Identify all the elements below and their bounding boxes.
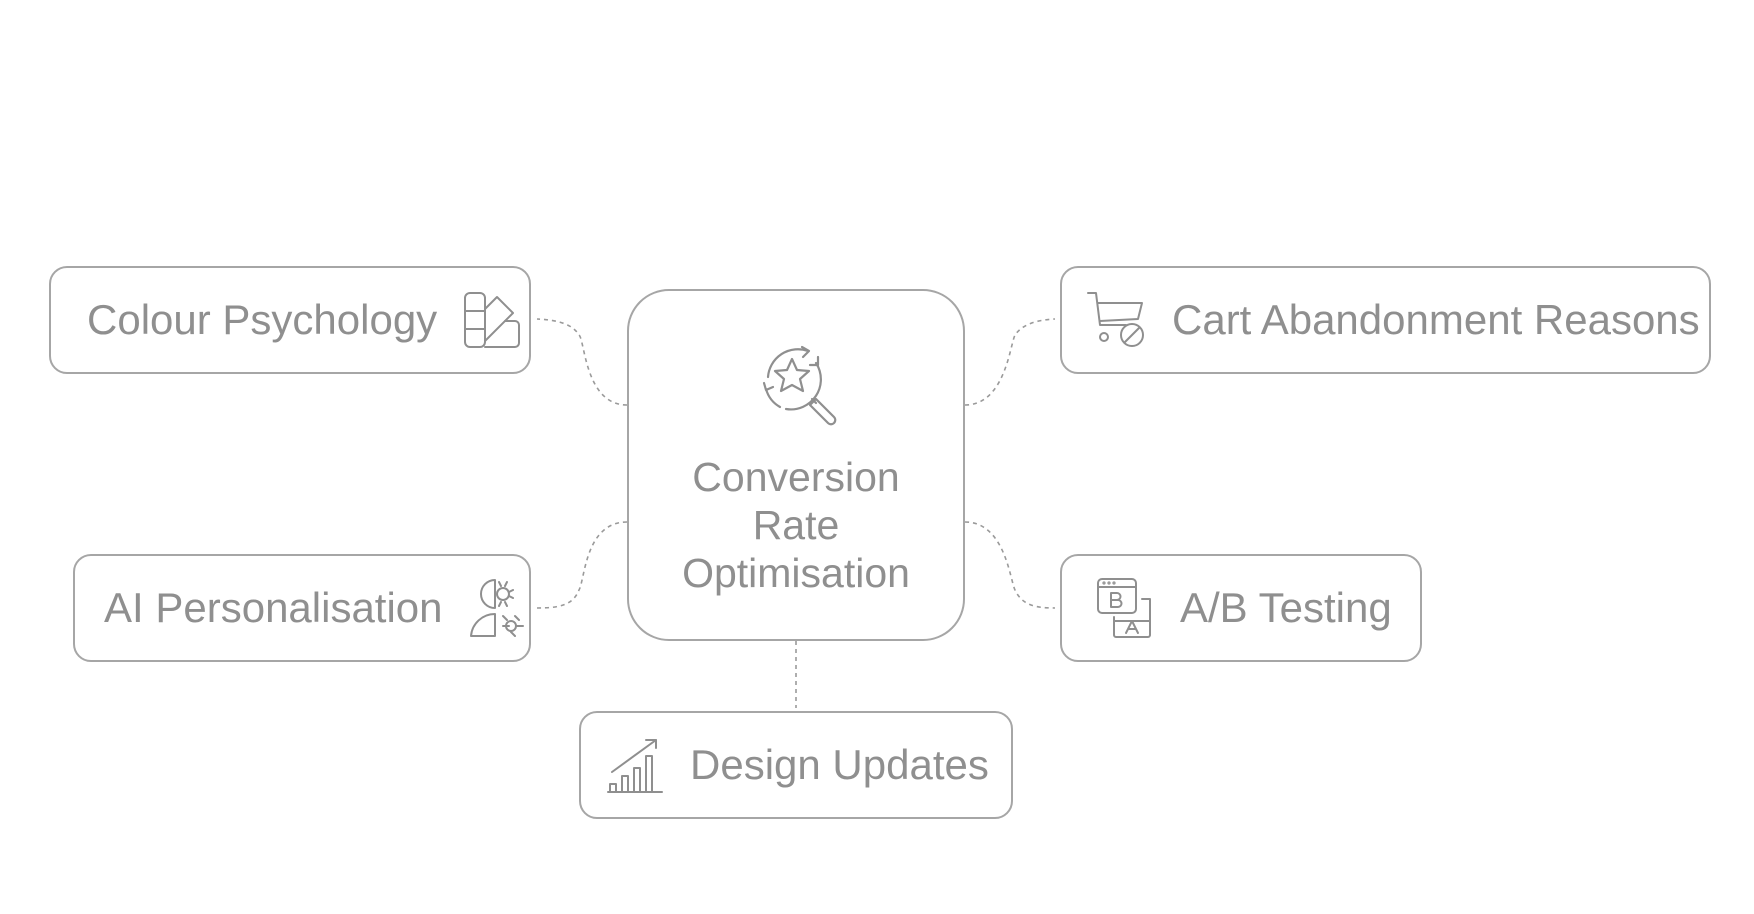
- node-label: Colour Psychology: [87, 296, 438, 343]
- search-star-cycle-icon: [746, 337, 846, 437]
- node-cart-abandonment-reasons: Cart Abandonment Reasons: [1060, 266, 1711, 374]
- node-colour-psychology: Colour Psychology: [49, 266, 531, 374]
- node-design-updates: Design Updates: [579, 711, 1013, 819]
- center-title-line-1: Conversion: [692, 454, 900, 500]
- ab-windows-icon: [1096, 577, 1156, 639]
- node-label: Design Updates: [690, 741, 989, 788]
- connector-ab-testing: [964, 521, 1056, 609]
- node-label: A/B Testing: [1180, 584, 1392, 631]
- connector-ai-personalisation: [536, 521, 628, 609]
- head-gears-icon: [467, 576, 527, 640]
- center-title-line-2: Rate: [752, 502, 840, 548]
- connector-cart-abandonment: [964, 318, 1056, 406]
- connector-colour-psychology: [536, 318, 628, 406]
- node-label: AI Personalisation: [104, 584, 443, 631]
- node-ab-testing: A/B Testing: [1060, 554, 1422, 662]
- center-node-conversion-rate-optimisation: Conversion Rate Optimisation: [627, 289, 965, 641]
- node-ai-personalisation: AI Personalisation: [73, 554, 531, 662]
- node-label: Cart Abandonment Reasons: [1172, 296, 1700, 343]
- cart-blocked-icon: [1086, 289, 1148, 351]
- color-swatch-icon: [461, 289, 523, 351]
- center-title-line-3: Optimisation: [682, 550, 910, 596]
- growth-chart-icon: [606, 734, 666, 796]
- center-title: Conversion Rate Optimisation: [682, 453, 910, 597]
